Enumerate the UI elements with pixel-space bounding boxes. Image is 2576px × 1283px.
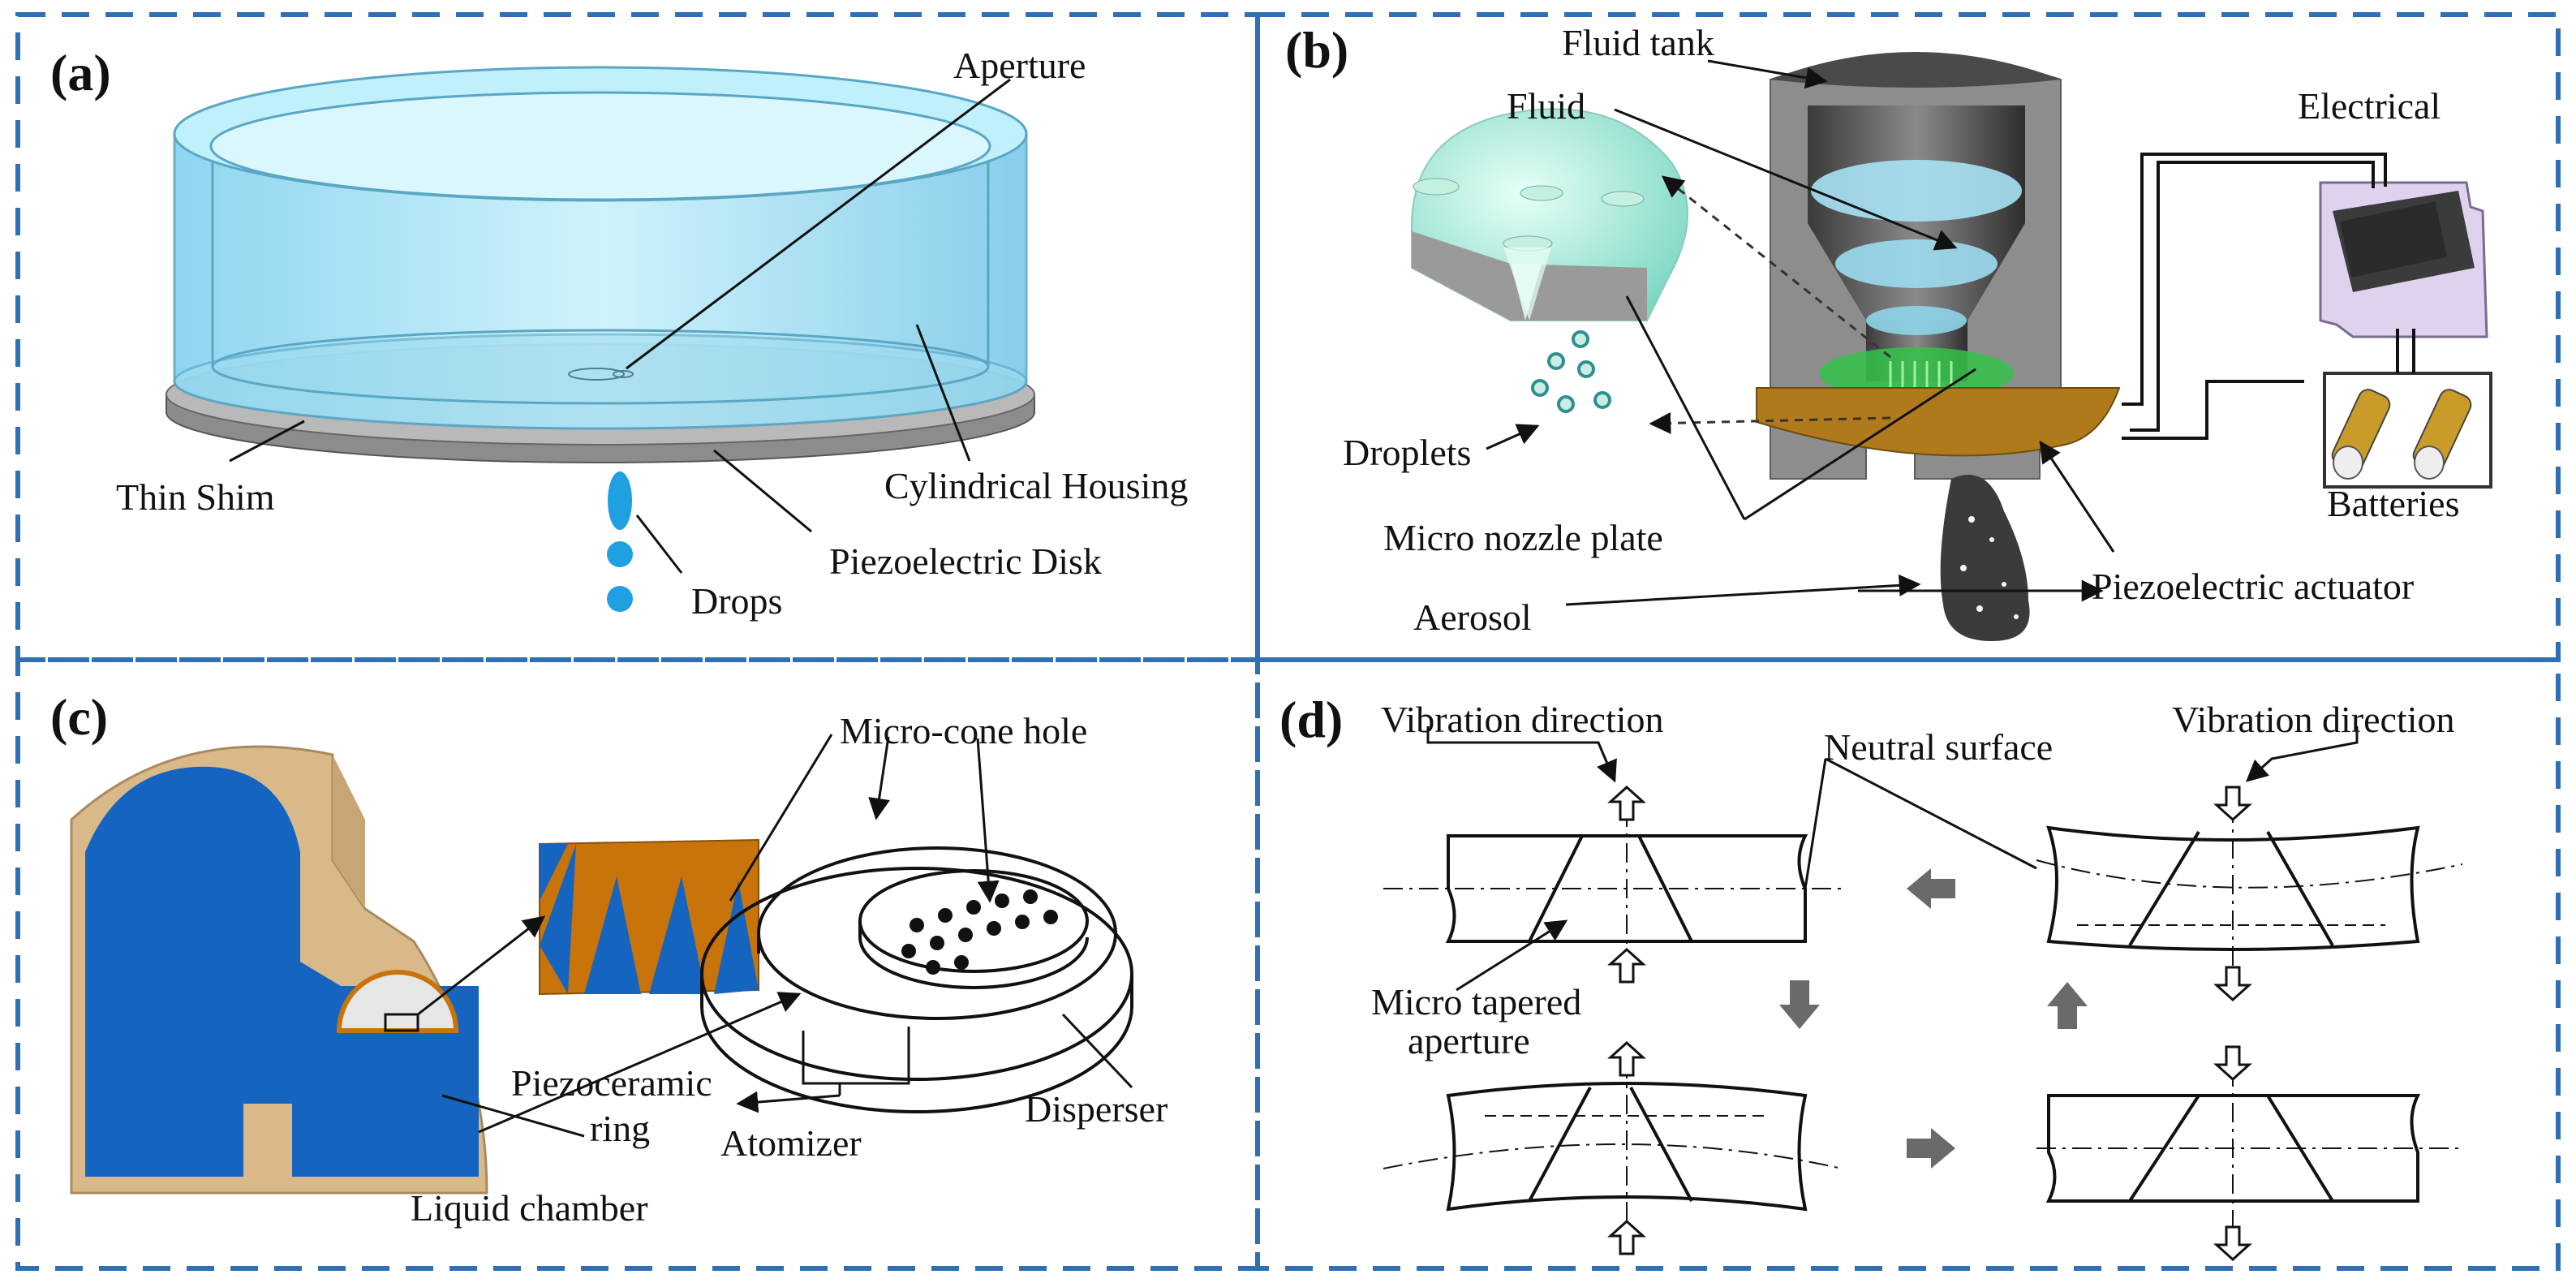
batteries-label: Batteries — [2327, 483, 2460, 524]
panel-c-label: (c) — [50, 688, 109, 746]
neutral-surface-label: Neutral surface — [1824, 726, 2053, 768]
vibration-direction-left-label: Vibration direction — [1381, 699, 1664, 740]
panel-b-label: (b) — [1285, 21, 1349, 79]
cylindrical-housing-label: Cylindrical Housing — [884, 465, 1189, 506]
panel-a-label: (a) — [50, 44, 111, 101]
atomizer-label: Atomizer — [720, 1122, 862, 1164]
micro-nozzle-plate-label: Micro nozzle plate — [1383, 517, 1663, 558]
panel-frames — [15, 12, 2561, 1271]
thin-shim-label: Thin Shim — [116, 476, 275, 518]
aerosol-label: Aerosol — [1413, 596, 1532, 638]
micro-tapered-aperture-label-line2: aperture — [1408, 1020, 1530, 1061]
drops-label: Drops — [691, 580, 783, 622]
fluid-tank-label: Fluid tank — [1562, 22, 1714, 63]
disperser-label: Disperser — [1025, 1088, 1168, 1130]
panel-d-artwork — [1383, 726, 2463, 1262]
micro-cone-hole-label: Micro-cone hole — [840, 710, 1088, 751]
piezoelectric-disk-label: Piezoelectric Disk — [829, 540, 1102, 582]
piezoceramic-ring-label-line2: ring — [590, 1108, 651, 1149]
vibration-direction-right-label: Vibration direction — [2172, 699, 2455, 740]
aperture-label: Aperture — [953, 45, 1086, 86]
panel-d-label: (d) — [1279, 691, 1344, 748]
panel-a-artwork — [166, 66, 1035, 612]
panel-c-artwork — [70, 734, 1133, 1195]
panel-b-artwork — [1411, 52, 2492, 641]
piezoceramic-ring-label-line1: Piezoceramic — [511, 1062, 712, 1104]
droplets-label: Droplets — [1343, 432, 1472, 473]
piezoelectric-actuator-label: Piezoelectric actuator — [2092, 566, 2415, 607]
fluid-label: Fluid — [1507, 85, 1586, 127]
electrical-label: Electrical — [2298, 85, 2441, 127]
micro-tapered-aperture-label-line1: Micro tapered — [1371, 981, 1582, 1023]
liquid-chamber-label: Liquid chamber — [411, 1187, 648, 1229]
